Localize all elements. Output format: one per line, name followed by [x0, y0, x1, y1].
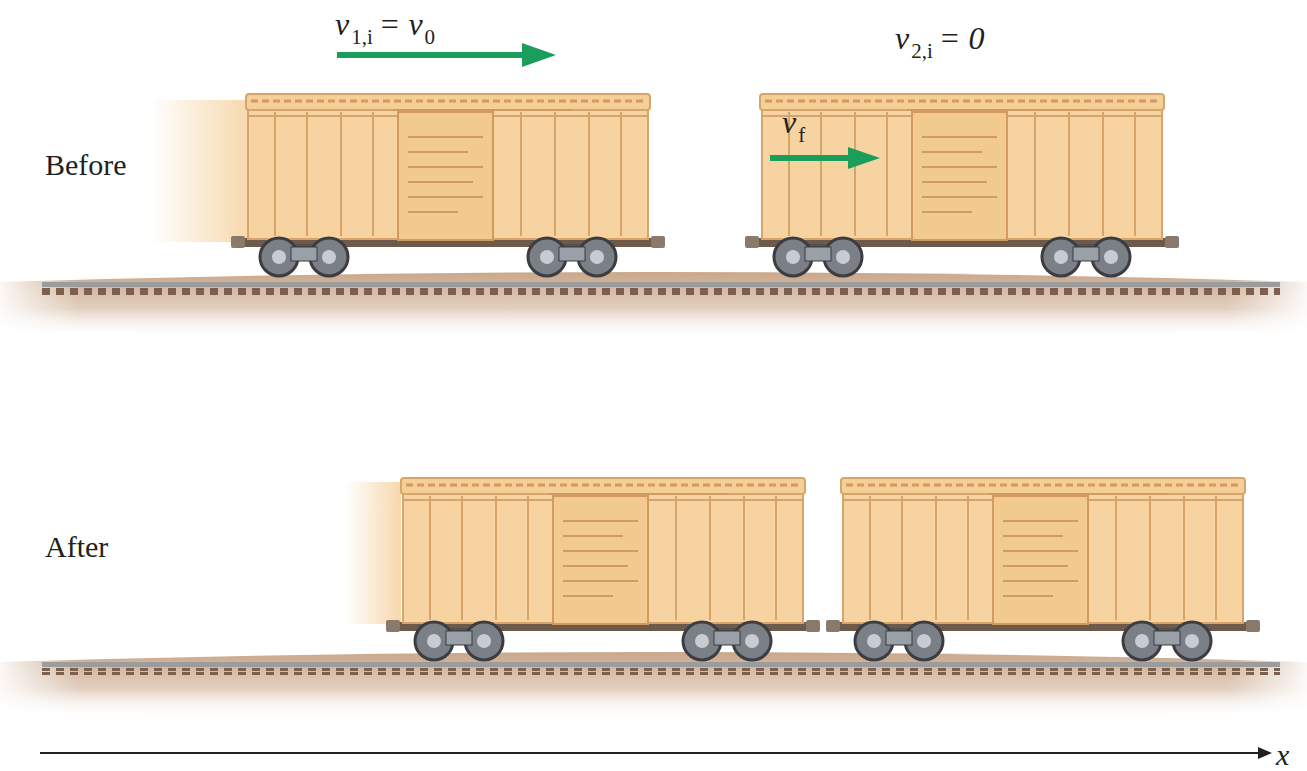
axis-label: x: [1276, 740, 1289, 770]
velocity-label: = v: [379, 8, 423, 40]
motion-blur: [345, 482, 401, 624]
subscript: 2,i: [911, 41, 933, 62]
rail: [42, 282, 1280, 287]
velocity-label: v: [335, 8, 349, 40]
subscript: 1,i: [351, 27, 373, 48]
subscript: 0: [425, 27, 436, 48]
subscript: f: [798, 125, 805, 146]
velocity-arrow: [770, 155, 852, 161]
boxcar: [386, 478, 820, 660]
stage-label: Before: [45, 150, 127, 180]
ties: [42, 668, 1280, 675]
stage-label: After: [45, 532, 108, 562]
arrowhead: [848, 147, 880, 169]
arrowhead: [1258, 747, 1272, 759]
rail: [42, 662, 1280, 667]
x-axis: [40, 752, 1262, 754]
velocity-label: v: [782, 106, 796, 138]
boxcar: [826, 478, 1260, 660]
velocity-label: = 0: [939, 22, 985, 54]
velocity-label: v: [895, 22, 909, 54]
velocity-arrow: [337, 52, 526, 58]
boxcar: [231, 94, 665, 276]
ties: [42, 288, 1280, 295]
boxcar: [745, 94, 1179, 276]
motion-blur: [150, 100, 250, 242]
arrowhead: [522, 43, 556, 67]
